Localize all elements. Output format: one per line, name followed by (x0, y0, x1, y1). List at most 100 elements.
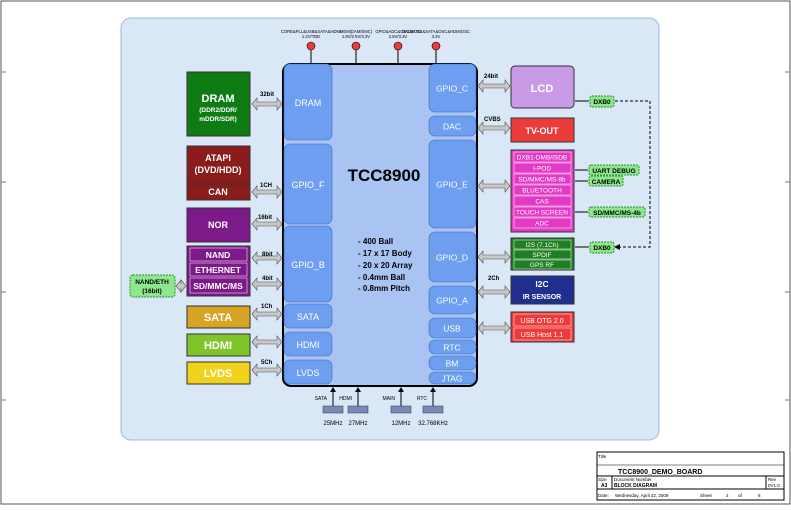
right-port (428, 339, 477, 355)
dram-subtitle: (DDR2/DDR/ (199, 107, 237, 114)
chip-name: TCC8900 (348, 166, 421, 185)
tvout-block (510, 117, 575, 143)
gpio-e-item-label: BLUETOOTH (522, 188, 562, 195)
sdmmc4b-label: SD/MMC/MS-4b (593, 210, 641, 217)
gpio-e-item-label: DXB1-DMB/ISDB (517, 155, 568, 162)
left-bus-labels: 32bit 1CH 16bit 8bit 4bit 1Ch 5Ch (258, 92, 274, 366)
left-bus-arrows (175, 97, 283, 377)
clock-label: HDMI (339, 396, 352, 402)
power-pin-dot (306, 41, 316, 51)
i2c-label: I2C (535, 279, 548, 289)
sata-label: SATA (204, 312, 232, 324)
bus-arrow (251, 335, 283, 349)
can-block (186, 183, 251, 201)
nand-eth-label: (16bit) (142, 288, 162, 295)
nand-eth-label: NAND/ETH (135, 279, 169, 286)
right-port (428, 317, 477, 339)
left-port (283, 63, 333, 141)
bus-label: 2Ch (488, 276, 500, 282)
title-value: TCC8900_DEMO_BOARD (618, 469, 702, 476)
sheet-field-label: Sheet (700, 493, 713, 498)
nand-block (189, 247, 248, 262)
atapi-label: (DVD/HDD) (195, 165, 242, 175)
right-port-label: BM (446, 359, 459, 369)
right-port-label: GPIO_A (436, 296, 468, 306)
gpio-e-item-label: CAS (535, 199, 549, 206)
right-bus-arrows (477, 79, 511, 335)
power-pin-voltage: 3.3V (432, 34, 441, 39)
date-field-label: Date: (598, 493, 609, 498)
right-port (428, 371, 477, 385)
gpio-e-item-label: ADC (535, 221, 549, 228)
left-port-label: DRAM (295, 98, 322, 108)
gpio-e-item (513, 173, 572, 185)
gpio-e-item-label: I-POD (533, 166, 551, 173)
right-port-label: RTC (443, 343, 460, 353)
clock-label: SATA (315, 396, 328, 402)
usb-host-label: USB Host 1.1 (521, 332, 564, 339)
right-bus-labels: 24bit CVBS 2Ch (484, 74, 501, 282)
bus-arrow (251, 217, 283, 231)
docnum-field-label: Document Number (614, 477, 652, 482)
bus-label: 1Ch (261, 304, 273, 310)
atapi-label: ATAPI (205, 153, 231, 163)
dxb0-tag (589, 241, 615, 254)
dram-subtitle: mDDR/SDR) (199, 116, 237, 123)
clock-arrow (355, 387, 361, 392)
nor-label: NOR (208, 220, 229, 230)
power-pin-dot (393, 41, 403, 51)
clock-frequency: 25MHz (323, 421, 342, 427)
i2s-item (513, 259, 572, 270)
usb-otg-label: USB OTG 2.0 (520, 318, 563, 325)
right-port (428, 285, 477, 315)
bus-arrow (477, 121, 511, 135)
bus-label: 1CH (260, 183, 272, 189)
lcd-block (510, 65, 575, 109)
gpio-e-item (513, 184, 572, 196)
nand-label: NAND (206, 250, 231, 260)
chip-body (282, 63, 478, 387)
dram-title: DRAM (202, 93, 235, 105)
rev-value: 0V1.0 (768, 483, 780, 488)
spec-line: - 20 x 20 Array (358, 261, 413, 270)
gpio-e-item (513, 151, 572, 163)
sata-block (186, 305, 251, 329)
bus-arrow (251, 277, 283, 291)
right-port-label: DAC (443, 122, 461, 132)
right-port (428, 139, 477, 229)
left-port (283, 143, 333, 225)
ir-sensor-label: IR SENSOR (523, 294, 562, 301)
side-tags: DXB0 UART DEBUG CAMERA SD/MMC/MS-4b DXB0 (588, 95, 646, 254)
bus-label: 8bit (262, 252, 273, 258)
hdmi-block (186, 333, 251, 357)
left-port (283, 331, 333, 357)
right-port-label: GPIO_C (436, 84, 468, 94)
bus-label: 16bit (258, 215, 272, 221)
right-port (428, 231, 477, 283)
docnum-value: BLOCK DIAGRAM (614, 483, 657, 489)
right-port (428, 115, 477, 137)
can-label: CAN (208, 187, 228, 197)
clock-label: MAIN (383, 396, 396, 402)
power-pin-voltage: 1.2V/TBD (302, 34, 320, 39)
clock-arrow (330, 387, 336, 392)
i2s-item (513, 249, 572, 260)
dram-block (186, 71, 251, 137)
sheet-zone-ticks (1, 71, 790, 401)
gpio-e-item-label: SD/MMC/MS-8b (518, 177, 566, 184)
left-port-label: SATA (297, 312, 319, 322)
left-port-label: HDMI (297, 340, 320, 350)
ethernet-label: ETHERNET (195, 265, 242, 275)
gpio-e-item (513, 217, 572, 229)
right-port-label: GPIO_E (436, 180, 468, 190)
power-pin-name: GPIO&ADC&OSC&RTC (375, 29, 420, 34)
of-value: 6 (758, 493, 761, 498)
size-field-label: Size (598, 477, 607, 482)
spec-line: - 0.8mm Pitch (358, 284, 410, 293)
usb-otg-block (513, 313, 572, 327)
date-value: Wednesday, April 22, 2009 (615, 493, 669, 498)
dxb0-label: DXB0 (593, 245, 611, 252)
